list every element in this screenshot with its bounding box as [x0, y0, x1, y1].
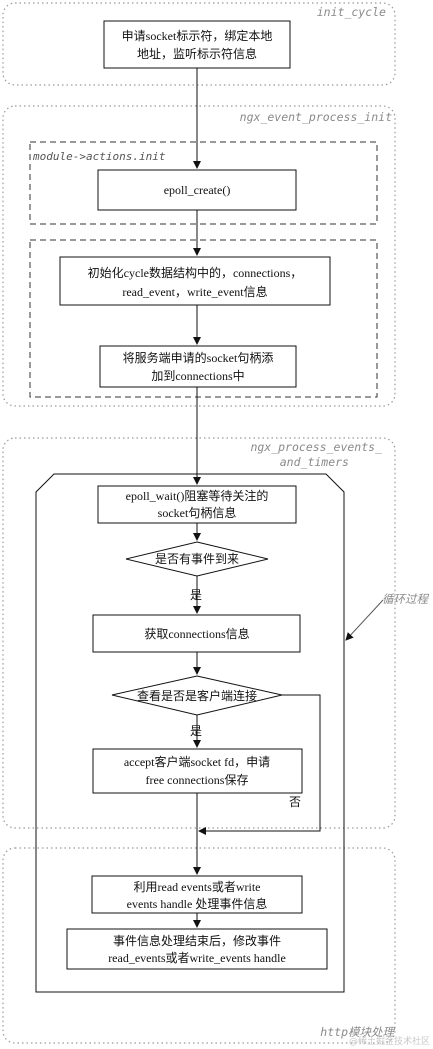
node-init-cycle-struct-line2: read_event，write_event信息 [122, 284, 267, 299]
node-socket-apply: 申请socket标示符，绑定本地 地址，监听标示符信息 [103, 20, 291, 69]
edge-label-no: 否 [289, 795, 301, 809]
node-accept-client-line1: accept客户端socket fd，申请 [124, 754, 270, 769]
group-label-init-cycle: init_cycle [317, 5, 386, 19]
decision-has-event: 是否有事件到来 [125, 541, 269, 577]
node-epoll-wait-line1: epoll_wait()阻塞等待关注的 [126, 488, 269, 503]
group-module-actions-init [29, 141, 378, 225]
decision-is-client-connect-label: 查看是否是客户端连接 [137, 688, 257, 703]
group-label-module-actions-init: module->actions.init [32, 150, 166, 163]
decision-has-event-label: 是否有事件到来 [155, 552, 239, 566]
node-modify-events: 事件信息处理结束后，修改事件 read_events或者write_events… [66, 928, 328, 970]
loop-annotation-pointer [345, 599, 384, 641]
group-event-process-init [2, 105, 396, 407]
node-init-cycle-struct: 初始化cycle数据结构中的，connections， read_event，w… [59, 256, 331, 306]
watermark: @稀土掘金技术社区 [349, 1035, 430, 1047]
group-label-event-process-init: ngx_event_process_init [240, 110, 392, 124]
node-get-connections-line1: 获取connections信息 [144, 626, 249, 641]
node-get-connections: 获取connections信息 [92, 614, 301, 653]
loop-container [35, 473, 345, 993]
node-modify-events-line1: 事件信息处理结束后，修改事件 [113, 933, 281, 948]
node-epoll-create-line1: epoll_create() [164, 183, 231, 197]
node-use-handle-line1: 利用read events或者write [134, 880, 261, 894]
node-epoll-wait-line2: socket句柄信息 [158, 505, 237, 520]
node-use-handle-line2: events handle 处理事件信息 [127, 896, 268, 911]
node-socket-apply-line2: 地址，监听标示符信息 [137, 46, 257, 61]
node-use-handle: 利用read events或者write events handle 处理事件信… [91, 875, 303, 914]
group-http-module [2, 847, 396, 1044]
node-add-to-connections-line1: 将服务端申请的socket句柄添 [123, 350, 274, 365]
edge-label-yes-1: 是 [190, 588, 202, 602]
node-epoll-create: epoll_create() [97, 169, 297, 211]
node-modify-events-line2: read_events或者write_events handle [108, 951, 286, 965]
group-label-process-events-2: and_timers [280, 455, 349, 469]
node-epoll-wait: epoll_wait()阻塞等待关注的 socket句柄信息 [97, 485, 297, 524]
node-add-to-connections: 将服务端申请的socket句柄添 加到connections中 [99, 345, 297, 388]
loop-annotation-label: 循环过程 [382, 592, 429, 606]
node-accept-client-line2: free connections保存 [146, 773, 249, 787]
group-label-process-events-1: ngx_process_events_ [250, 440, 382, 454]
decision-is-client-connect: 查看是否是客户端连接 [111, 675, 283, 716]
node-init-cycle-struct-line1: 初始化cycle数据结构中的，connections， [88, 265, 303, 280]
edge-label-yes-2: 是 [190, 724, 202, 738]
edge-no [198, 694, 321, 835]
group-init-structures [29, 239, 378, 398]
group-label-http-module: http模块处理 [320, 1025, 395, 1039]
node-add-to-connections-line2: 加到connections中 [151, 368, 244, 383]
node-accept-client: accept客户端socket fd，申请 free connections保存 [92, 748, 303, 794]
node-socket-apply-line1: 申请socket标示符，绑定本地 [122, 28, 273, 43]
